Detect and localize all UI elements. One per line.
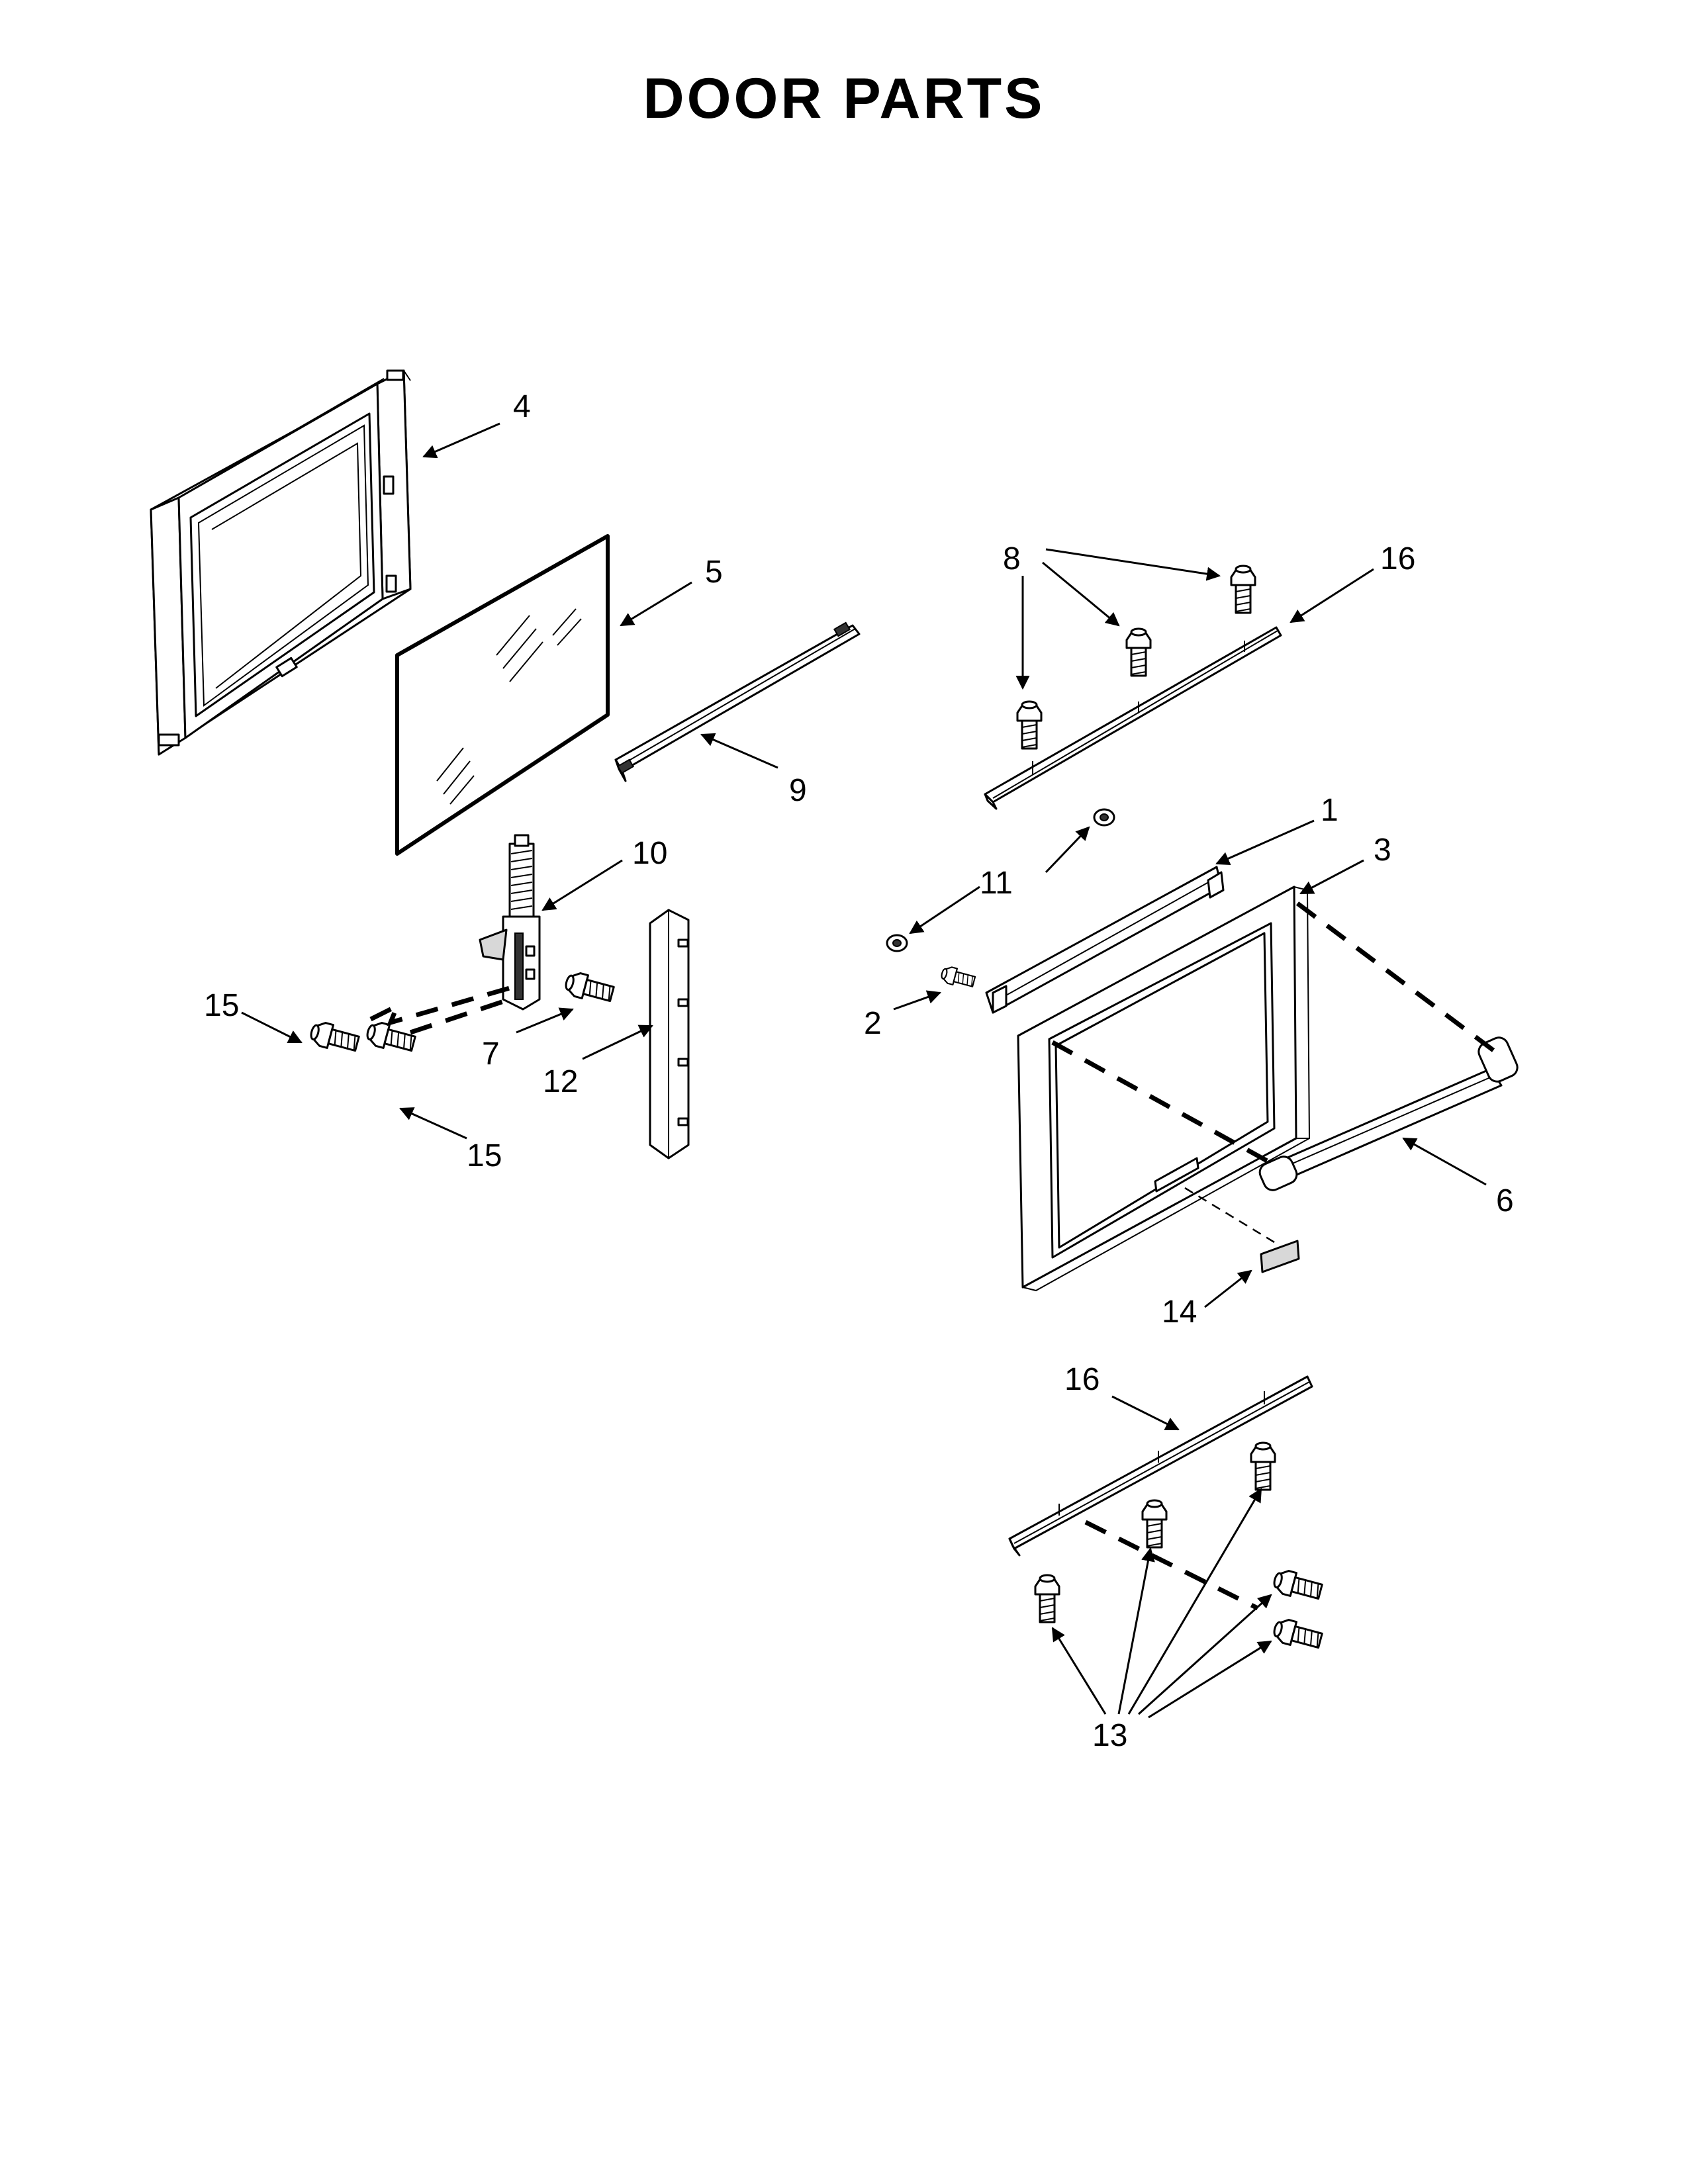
part-14-badge [1260, 1240, 1300, 1273]
part-13-screw-a [1250, 1441, 1276, 1491]
callout-2: 2 [864, 1006, 882, 1041]
callout-4: 4 [513, 389, 531, 424]
part-5-glass [395, 534, 610, 856]
callout-6: 6 [1496, 1183, 1514, 1218]
part-13-screw-b [1141, 1499, 1168, 1549]
part-16-upper-bracket [984, 626, 1282, 810]
callout-16-lower: 16 [1064, 1362, 1100, 1397]
part-15-screw-a [307, 1019, 361, 1056]
part-8-screw-b [1125, 627, 1152, 677]
callout-15-bottom: 15 [467, 1138, 502, 1173]
part-11-grommet-a [1093, 808, 1115, 827]
part-13-screw-c [1034, 1574, 1060, 1623]
callout-11: 11 [980, 866, 1013, 901]
part-12-side-channel [649, 909, 690, 1160]
callout-5: 5 [705, 555, 723, 590]
callout-8: 8 [1003, 541, 1021, 576]
part-4-inner-door [150, 369, 412, 756]
part-1-rail-bracket [985, 866, 1225, 1014]
handle-connection-top [1295, 901, 1498, 1054]
page-title: DOOR PARTS [643, 67, 1045, 130]
leader-lines [241, 422, 1487, 1719]
part-3-outer-door [1017, 886, 1311, 1292]
callout-12: 12 [543, 1064, 578, 1099]
callout-16-upper: 16 [1380, 541, 1415, 576]
callout-7: 7 [482, 1036, 500, 1071]
callout-9: 9 [789, 773, 807, 808]
part-2-screw [939, 964, 977, 991]
part-10-hinge [479, 834, 541, 1011]
badge-connection [1184, 1187, 1278, 1246]
callout-15-left: 15 [204, 988, 239, 1023]
callout-3: 3 [1374, 833, 1391, 868]
handle-connection-bottom [1051, 1040, 1276, 1167]
callout-1: 1 [1321, 793, 1338, 828]
part-11-grommet-b [886, 934, 908, 952]
callout-14: 14 [1162, 1295, 1197, 1330]
part-13-screw-d [1270, 1567, 1325, 1604]
part-15-screw-b [363, 1019, 418, 1056]
hinge-connection-line [369, 983, 517, 1026]
part-13-screw-e [1270, 1615, 1325, 1653]
hinge-connection-line-2 [409, 997, 511, 1035]
callout-13: 13 [1092, 1718, 1127, 1753]
part-7-hinge-screw [562, 969, 616, 1007]
bracket-connection-line [1084, 1520, 1259, 1611]
part-9-trim-strip [614, 621, 861, 782]
callout-10: 10 [632, 836, 667, 871]
part-16-lower-bracket [1008, 1375, 1313, 1557]
part-8-screw-c [1230, 565, 1256, 614]
part-8-screw-a [1016, 700, 1043, 750]
